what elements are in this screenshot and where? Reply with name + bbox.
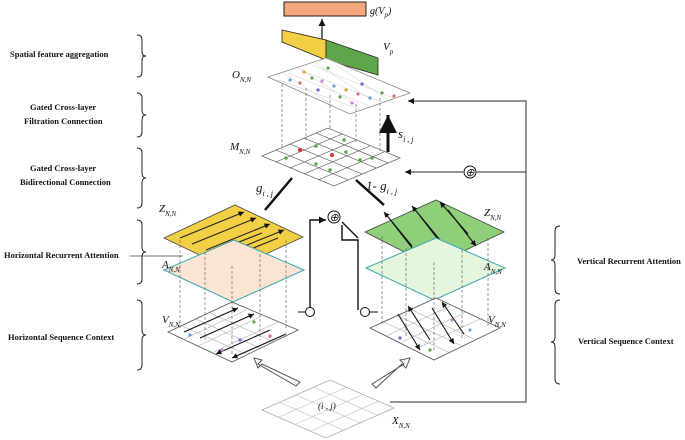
- line-g-left: [264, 177, 293, 211]
- label-vertical-attention: Vertical Recurrent Attention: [577, 256, 681, 266]
- layer-v-horizontal: [167, 301, 299, 363]
- label-a-horizontal: AN,N: [161, 259, 180, 274]
- label-g-left: gi , j: [256, 180, 274, 198]
- label-gated-bidirectional-1: Gated Cross-layer: [30, 163, 96, 173]
- layer-a-vertical: [364, 237, 507, 301]
- layer-o: [266, 57, 412, 115]
- plus-center: ⊕: [327, 210, 341, 224]
- label-gated-filtration-1: Gated Cross-layer: [30, 102, 96, 112]
- label-vp: Vp: [383, 41, 394, 56]
- node-right: [360, 307, 370, 317]
- projection-lines: [179, 84, 489, 354]
- right-brackets: [550, 225, 561, 385]
- vp-green-bar: [325, 39, 379, 76]
- svg-text:⊕: ⊕: [465, 167, 475, 179]
- label-z-vertical: ZN,N: [484, 207, 502, 222]
- plus-right: ⊕: [463, 165, 477, 179]
- vp-yellow-bar: [281, 29, 327, 61]
- label-o: ON,N: [232, 69, 251, 84]
- label-gated-bidirectional-2: Bidirectional Connection: [20, 177, 111, 187]
- output-vector: [283, 1, 367, 17]
- label-z-horizontal: ZN,N: [159, 203, 177, 218]
- label-g-vp: g(Vp): [370, 6, 392, 19]
- left-brackets: [136, 34, 147, 371]
- label-v-vertical: VN,N: [488, 314, 506, 329]
- label-vertical-context: Vertical Sequence Context: [578, 336, 674, 346]
- label-gated-filtration-2: Filtration Connection: [24, 116, 103, 126]
- line-g-right: [355, 179, 385, 206]
- label-x: XN,N: [391, 415, 410, 430]
- feedback-lines: [390, 98, 527, 403]
- label-spatial-aggregation: Spatial feature aggregation: [10, 49, 109, 59]
- layer-x: [261, 379, 395, 439]
- label-m: MN,N: [229, 141, 251, 156]
- svg-text:⊕: ⊕: [329, 212, 339, 224]
- layer-a-horizontal: [162, 239, 306, 303]
- label-horizontal-attention: Horizontal Recurrent Attention: [4, 250, 119, 260]
- layer-m: [260, 127, 402, 187]
- hollow-arrows: [253, 357, 411, 389]
- layer-v-vertical: [369, 297, 501, 361]
- node-left: [305, 307, 315, 317]
- label-ij: (i , j): [318, 401, 336, 411]
- label-horizontal-context: Horizontal Sequence Context: [8, 332, 114, 342]
- label-a-vertical: AN,N: [483, 261, 502, 276]
- label-g-right: 1- gi , j: [366, 178, 398, 196]
- center-connections: [309, 216, 359, 310]
- label-v-horizontal: VN,N: [162, 314, 180, 329]
- label-s: si , j: [398, 126, 414, 144]
